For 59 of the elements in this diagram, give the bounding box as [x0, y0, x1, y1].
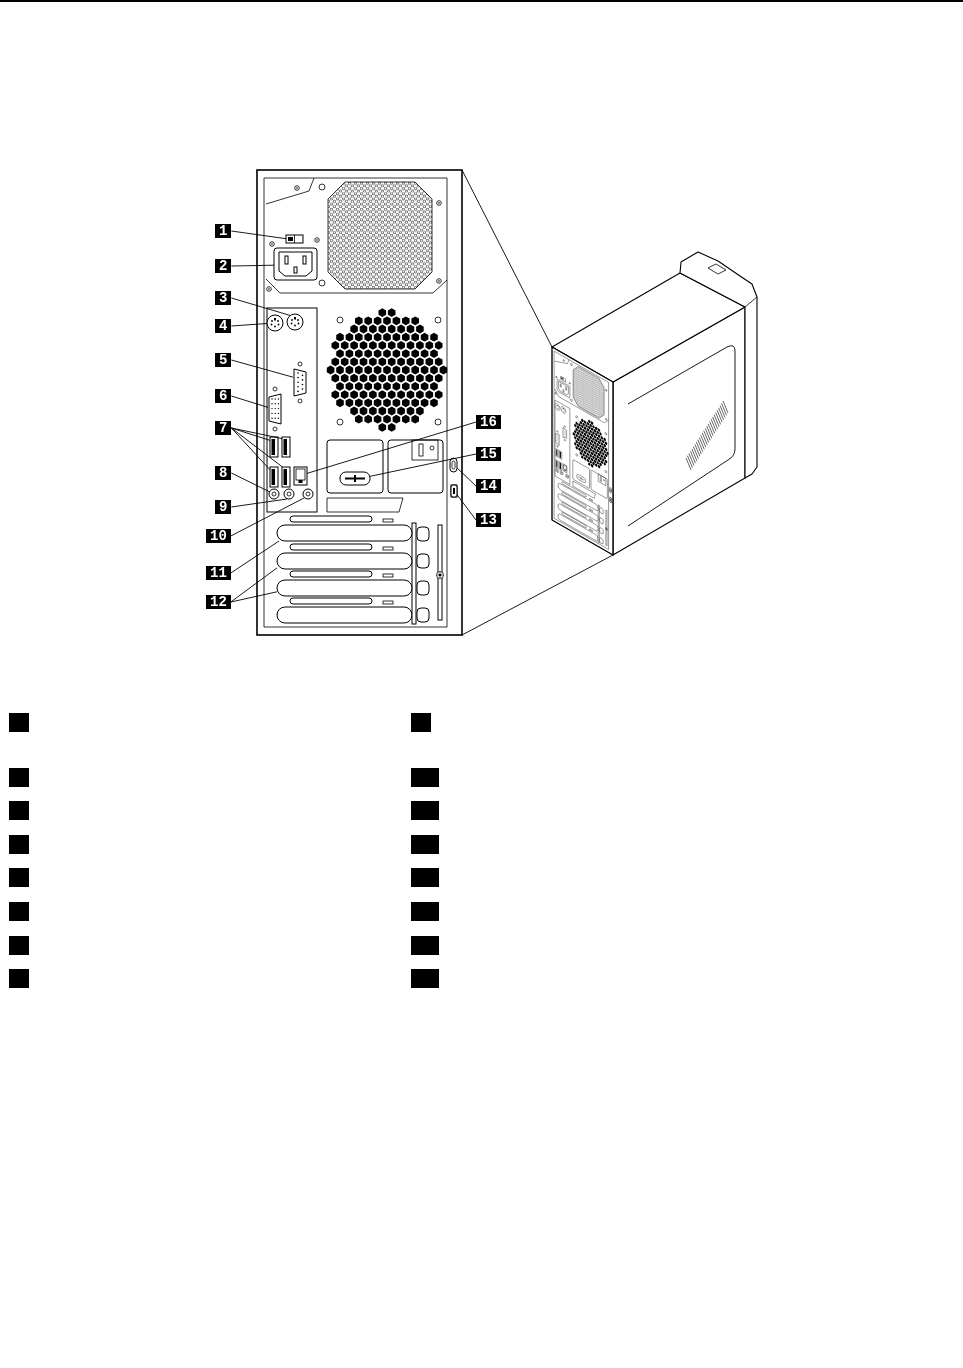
callout-number: 14	[476, 479, 501, 493]
d-sub-port-icon	[268, 393, 282, 425]
card-slot-icon	[276, 552, 413, 570]
leader-line	[230, 297, 291, 316]
leader-line	[230, 472, 270, 493]
leader-line	[230, 427, 283, 468]
callout-number: 1	[215, 224, 232, 238]
leader-line	[230, 395, 269, 408]
callout-number: 16	[476, 415, 501, 429]
padlock-loop-icon	[449, 457, 458, 473]
leader-line	[230, 497, 306, 537]
cover-plate-icon	[339, 471, 371, 486]
rear-panel-drawing	[256, 169, 463, 636]
leader-line	[230, 591, 278, 603]
d-sub-port-icon	[293, 368, 307, 397]
round-port-icon	[266, 314, 284, 332]
usb-port-icon	[281, 436, 291, 458]
network-jack-icon	[293, 466, 308, 486]
card-slot-icon	[276, 524, 413, 542]
callout-number: 4	[215, 319, 232, 333]
callout-number: 2	[215, 259, 232, 273]
computer-drawing	[551, 251, 758, 557]
leader-line	[230, 359, 294, 378]
callout-number: 5	[215, 353, 232, 367]
callout-number: 15	[476, 447, 501, 461]
card-slot-icon	[276, 579, 413, 597]
power-socket-icon	[273, 247, 318, 281]
lock-slot-icon	[450, 484, 458, 498]
usb-port-icon	[269, 466, 279, 488]
leader-line	[230, 498, 288, 508]
usb-port-icon	[281, 466, 291, 488]
projection-line	[461, 169, 553, 348]
leader-line	[230, 230, 287, 240]
callout-number: 13	[476, 513, 501, 527]
callout-number: 3	[215, 291, 232, 305]
audio-jack-icon	[268, 488, 280, 500]
callout-number: 9	[215, 500, 232, 514]
leader-line	[230, 264, 275, 267]
leader-line	[230, 323, 268, 327]
leader-line	[230, 427, 283, 440]
leader-line	[456, 494, 477, 521]
usb-port-icon	[269, 436, 279, 458]
callout-number: 7	[215, 421, 232, 435]
leader-line	[230, 540, 280, 574]
callout-number: 8	[215, 466, 232, 480]
audio-jack-icon	[302, 488, 314, 500]
audio-jack-icon	[283, 488, 295, 500]
callout-number: 10	[206, 529, 231, 543]
callout-number: 11	[206, 566, 231, 580]
round-port-icon	[286, 313, 304, 331]
slide-switch-icon	[285, 234, 304, 244]
callout-number: 6	[215, 389, 232, 403]
callout-number: 12	[206, 595, 231, 609]
leader-line	[306, 421, 477, 474]
leader-line	[230, 427, 271, 471]
projection-line	[461, 554, 614, 636]
leader-line	[369, 453, 477, 477]
leader-line	[456, 467, 477, 487]
leader-line	[230, 567, 278, 603]
